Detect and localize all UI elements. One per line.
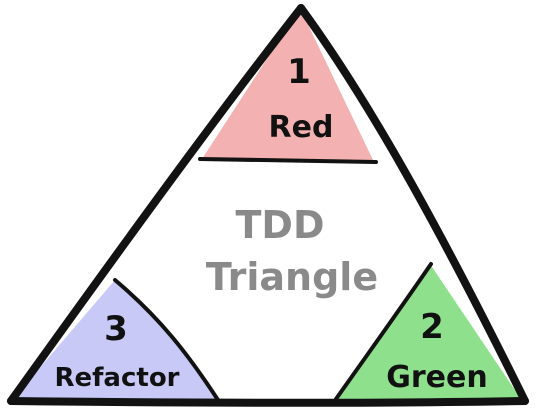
top-separator-line xyxy=(198,157,378,164)
left-label: Refactor xyxy=(54,363,179,393)
triangle-bottom-edge xyxy=(7,397,529,407)
top-label: Red xyxy=(269,110,334,145)
left-number: 3 xyxy=(104,309,128,349)
bottom-left-blue-region xyxy=(13,280,218,400)
top-red-region xyxy=(202,8,374,162)
triangle-right-edge xyxy=(297,4,529,405)
center-title-line-1: TDD xyxy=(235,203,324,247)
left-separator-curve xyxy=(113,278,220,402)
top-number: 1 xyxy=(287,52,311,92)
triangle-left-edge xyxy=(7,4,305,405)
right-number: 2 xyxy=(420,307,444,347)
right-separator-curve xyxy=(334,262,433,401)
right-label: Green xyxy=(386,360,487,395)
bottom-right-green-region xyxy=(336,264,523,402)
center-title-line-2: Triangle xyxy=(206,255,378,299)
